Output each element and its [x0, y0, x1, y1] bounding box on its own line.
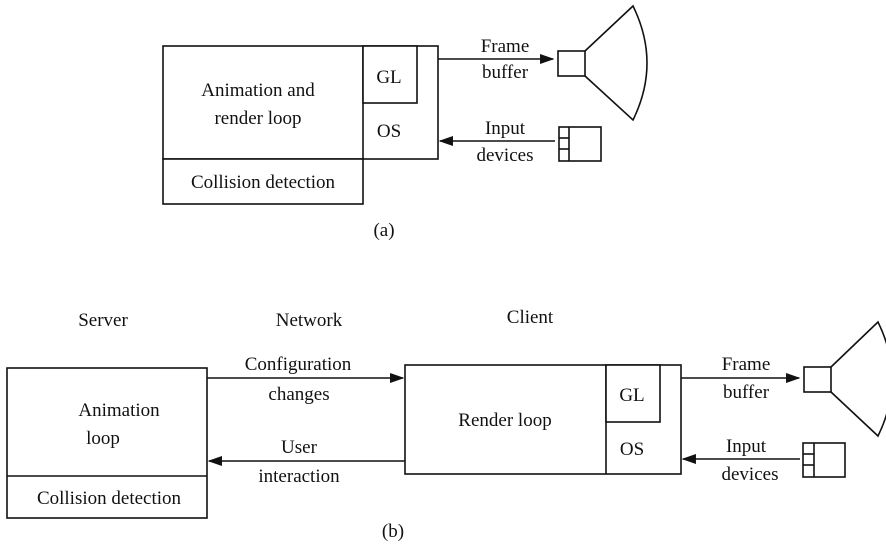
- app-title-a-line1: Animation and: [201, 80, 315, 101]
- diagram-b: Server Network Client Animation loop Col…: [6, 307, 886, 542]
- config-label-line2: changes: [268, 384, 329, 405]
- gl-label-b: GL: [619, 385, 644, 406]
- app-title-a-line2: render loop: [214, 108, 301, 129]
- devices-label-a: devices: [477, 145, 534, 166]
- app-box-a: Animation and render loop GL OS Collisio…: [162, 45, 439, 205]
- frame-label-b: Frame: [722, 354, 771, 375]
- server-title-line2: loop: [86, 428, 120, 449]
- user-label-line1: User: [281, 437, 318, 458]
- gl-box-b: [605, 364, 661, 423]
- collision-box-a: [162, 158, 364, 205]
- os-label-a: OS: [377, 121, 401, 142]
- buffer-label-b: buffer: [723, 382, 770, 403]
- config-label-line1: Configuration: [245, 354, 352, 375]
- buffer-label-a: buffer: [482, 62, 529, 83]
- render-loop-label: Render loop: [458, 410, 551, 431]
- caption-b: (b): [382, 521, 404, 542]
- input-device-icon-b: [802, 442, 846, 478]
- server-box-frame: [6, 367, 208, 519]
- client-box: Render loop GL OS: [404, 364, 682, 475]
- input-label-a: Input: [485, 118, 526, 139]
- input-device-icon-a: [558, 126, 602, 162]
- server-header: Server: [78, 310, 128, 331]
- caption-a: (a): [373, 220, 394, 241]
- server-title-line1: Animation: [78, 400, 160, 421]
- monitor-icon-b: [803, 320, 886, 438]
- server-box: Animation loop Collision detection: [6, 367, 208, 519]
- collision-label-a: Collision detection: [191, 172, 336, 193]
- frame-label-a: Frame: [481, 36, 530, 57]
- user-label-line2: interaction: [258, 466, 340, 487]
- input-label-b: Input: [726, 436, 767, 457]
- os-label-b: OS: [620, 439, 644, 460]
- client-header: Client: [507, 307, 554, 328]
- gl-box-a: [362, 45, 418, 104]
- devices-label-b: devices: [722, 464, 779, 485]
- diagram-a: Animation and render loop GL OS Collisio…: [162, 4, 648, 241]
- collision-label-b: Collision detection: [37, 488, 182, 509]
- gl-label-a: GL: [376, 67, 401, 88]
- network-header: Network: [276, 310, 343, 331]
- monitor-icon-a: [557, 4, 648, 122]
